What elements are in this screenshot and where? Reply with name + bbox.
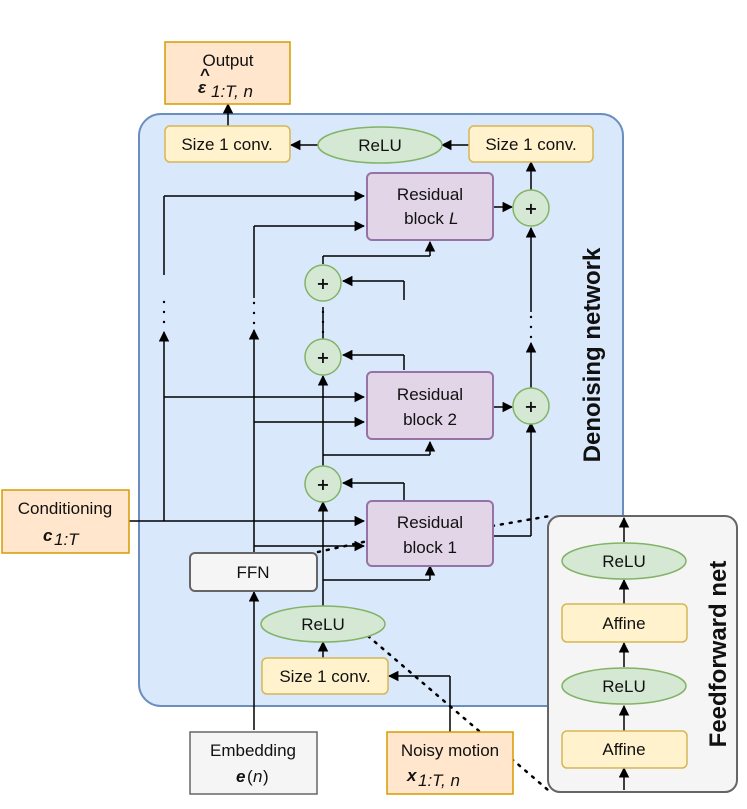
- embedding-symbol: e: [236, 767, 245, 786]
- svg-text:+: +: [316, 274, 329, 293]
- embedding-paren-close: ): [263, 767, 269, 786]
- ellipsis-emb: [252, 301, 256, 325]
- conditioning-label: Conditioning: [18, 499, 113, 518]
- feedforward-net-panel: [547, 515, 738, 793]
- output-subscript: 1:T, n: [211, 82, 253, 101]
- residual-block-1-line1: Residual: [397, 513, 463, 532]
- conv-bottom: Size 1 conv.: [261, 657, 389, 695]
- sum-right-top: +: [512, 189, 550, 227]
- ellipsis-cond: [162, 300, 166, 324]
- conditioning-node: Conditioning c 1:T: [1, 489, 130, 554]
- residual-block-l-var: L: [449, 209, 458, 228]
- ff-relu-top-label: ReLU: [602, 552, 645, 571]
- ffn-label: FFN: [236, 563, 269, 582]
- svg-text:+: +: [316, 475, 329, 494]
- embedding-node: Embedding e ( n ): [189, 731, 318, 795]
- output-label: Output: [202, 51, 253, 70]
- residual-block-1: Residual block 1: [366, 500, 494, 567]
- output-symbol: ε: [198, 78, 207, 97]
- sum-left-middle: +: [304, 338, 342, 376]
- zoom-line-1: [490, 514, 552, 528]
- residual-block-l: Residual block L: [366, 172, 494, 241]
- relu-top-label: ReLU: [358, 136, 401, 155]
- ff-relu-bottom-label: ReLU: [602, 677, 645, 696]
- residual-block-l-line2: block: [404, 209, 444, 228]
- residual-block-2-line1: Residual: [397, 385, 463, 404]
- sum-left-top: +: [304, 264, 342, 302]
- ff-affine-top: Affine: [561, 603, 688, 643]
- zoom-line-2: [316, 539, 370, 554]
- svg-text:+: +: [524, 397, 537, 416]
- svg-text:+: +: [524, 199, 537, 218]
- ff-relu-bottom: ReLU: [561, 667, 687, 705]
- svg-text:+: +: [316, 348, 329, 367]
- zoom-line-3: [366, 634, 550, 792]
- ellipsis-sum: [321, 310, 325, 334]
- output-hat: ^: [200, 65, 210, 84]
- conditioning-symbol: c: [43, 526, 53, 545]
- noisy-motion-subscript: 1:T, n: [418, 771, 460, 790]
- denoising-network-title: Denoising network: [579, 247, 606, 462]
- ff-relu-top: ReLU: [561, 542, 687, 580]
- ellipsis-right: [529, 315, 533, 339]
- conv-top-left-label: Size 1 conv.: [181, 135, 272, 154]
- embedding-arg: n: [253, 767, 262, 786]
- noisy-motion-label: Noisy motion: [401, 741, 499, 760]
- noisy-motion-symbol: x: [406, 766, 418, 785]
- ff-affine-bottom-label: Affine: [602, 740, 645, 759]
- sum-left-bottom: +: [304, 465, 342, 503]
- embedding-paren-open: (: [247, 767, 253, 786]
- conv-top-right: Size 1 conv.: [468, 125, 594, 163]
- conv-bottom-label: Size 1 conv.: [279, 667, 370, 686]
- output-node: Output ^ ε 1:T, n: [164, 41, 291, 105]
- noisy-motion-node: Noisy motion x 1:T, n: [386, 731, 514, 795]
- conv-top-right-label: Size 1 conv.: [485, 135, 576, 154]
- ff-affine-top-label: Affine: [602, 614, 645, 633]
- conditioning-subscript: 1:T: [54, 530, 80, 549]
- relu-bottom: ReLU: [260, 605, 386, 643]
- residual-block-2: Residual block 2: [366, 371, 494, 440]
- ffn-node: FFN: [189, 552, 318, 592]
- relu-top: ReLU: [317, 126, 443, 164]
- residual-block-2-line2: block 2: [403, 410, 457, 429]
- residual-block-l-line1: Residual: [397, 185, 463, 204]
- relu-bottom-label: ReLU: [301, 615, 344, 634]
- conv-top-left: Size 1 conv.: [164, 125, 291, 163]
- embedding-label: Embedding: [210, 741, 296, 760]
- ff-affine-bottom: Affine: [561, 730, 688, 769]
- sum-right-bottom: +: [512, 387, 550, 425]
- residual-block-1-line2: block 1: [403, 538, 457, 557]
- feedforward-net-title: Feedforward net: [705, 561, 732, 748]
